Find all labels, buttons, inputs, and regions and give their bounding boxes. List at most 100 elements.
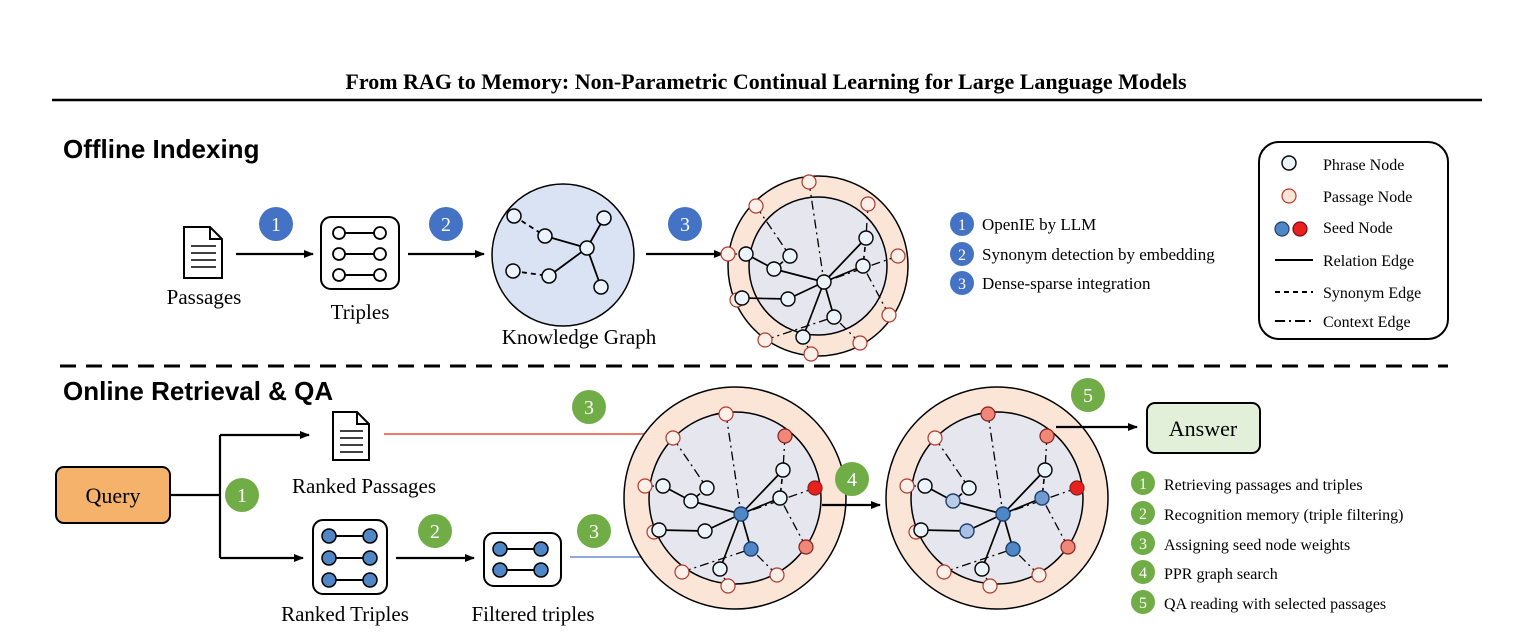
triples-icon [320,216,400,290]
phrase-node [683,493,699,509]
step-badge-1: 1 [259,207,293,241]
answer-box: Answer [1146,402,1261,454]
query-box: Query [55,466,171,524]
context-edge [808,181,825,283]
online-step-item: 2 Recognition memory (triple filtering) [1131,501,1404,525]
legend-relation-edge: Relation Edge [1275,253,1414,270]
phrase-node [858,230,874,246]
passage-node [801,174,817,190]
phrase-node [961,480,977,496]
legend-context-edge: Context Edge [1275,314,1411,331]
legend-phrase-node: Phrase Node [1281,155,1404,174]
svg-text:QA reading with selected passa: QA reading with selected passages [1164,596,1386,613]
svg-text:Seed Node: Seed Node [1323,220,1393,237]
svg-text:1: 1 [237,485,247,507]
context-edge [779,497,807,548]
passage-node [936,564,952,580]
seed-passage-node [807,480,823,496]
passage-node [852,335,868,351]
phrase-node [655,478,671,494]
svg-text:Phrase Node: Phrase Node [1323,157,1404,174]
seed-phrase-node [959,523,975,539]
phrase-node [699,480,715,496]
query-branch-connector [170,431,310,562]
seed-passage-node [798,539,814,555]
svg-text:PPR graph search: PPR graph search [1164,566,1278,583]
svg-text:3: 3 [589,521,599,543]
seed-phrase-node [743,541,759,557]
seed-phrase-node [733,506,749,522]
svg-text:3: 3 [958,276,966,293]
triples-label: Triples [331,300,390,324]
svg-text:Retrieving passages and triple: Retrieving passages and triples [1164,477,1363,494]
phrase-node [917,478,933,494]
context-edge [681,548,752,573]
seed-phrase-node [945,493,961,509]
passage-node [720,578,736,594]
phrase-node [651,522,667,538]
offline-heading: Offline Indexing [63,134,259,164]
phrase-node [826,309,842,325]
svg-text:Recognition memory (triple fil: Recognition memory (triple filtering) [1164,507,1404,524]
step-badge-ppr: 4 [835,462,869,496]
ranked-triples-icon [312,519,388,595]
passage-node [803,346,819,362]
seed-phrase-node [1034,490,1050,506]
context-edge [764,316,835,341]
svg-text:Synonym Edge: Synonym Edge [1323,285,1421,302]
svg-text:Passage Node: Passage Node [1323,189,1412,206]
phrase-node [795,329,811,345]
offline-steps-list: 1 OpenIE by LLM 2 Synonym detection by e… [950,212,1215,295]
passage-node [720,246,736,262]
ppr-graph [885,386,1109,610]
phrase-node [913,522,929,538]
online-steps-list: 1 Retrieving passages and triples 2 Reco… [1131,471,1404,614]
offline-step-item: 3 Dense-sparse integration [950,271,1151,295]
legend: Phrase Node Passage Node Seed Node Relat… [1258,141,1449,340]
svg-text:Synonym detection by embedding: Synonym detection by embedding [982,245,1215,264]
phrase-node [766,261,782,277]
ranked-passages-label: Ranked Passages [292,474,436,498]
step-badge-2: 2 [429,207,463,241]
seed-passage-node [1039,428,1055,444]
legend-seed-node: Seed Node [1274,220,1393,237]
svg-text:Assigning seed node weights: Assigning seed node weights [1164,537,1350,554]
svg-text:Query: Query [86,483,141,508]
legend-passage-node: Passage Node [1281,188,1412,206]
phrase-node [775,462,791,478]
relation-edge [740,469,784,515]
passage-node [665,430,681,446]
online-step-item: 5 QA reading with selected passages [1131,590,1386,614]
knowledge-graph-label: Knowledge Graph [502,325,657,349]
svg-text:2: 2 [958,247,966,264]
svg-text:3: 3 [584,397,594,419]
context-edge [1041,497,1069,548]
phrase-node [712,561,728,577]
offline-step-item: 2 Synonym detection by embedding [950,242,1215,266]
seed-phrase-node [995,506,1011,522]
seeded-graph [623,386,847,610]
offline-step-item: 1 OpenIE by LLM [950,212,1096,236]
passage-node [637,478,653,494]
svg-text:3: 3 [680,214,690,236]
paper-title: From RAG to Memory: Non-Parametric Conti… [345,69,1187,94]
online-step-item: 4 PPR graph search [1131,560,1278,584]
svg-text:4: 4 [847,469,857,491]
relation-edge [802,281,825,338]
phrase-node [816,274,832,290]
phrase-node [697,523,713,539]
phrase-node [772,490,788,506]
passage-node [748,198,764,214]
phrase-node [974,561,990,577]
svg-text:1: 1 [271,214,281,236]
document-icon [332,411,370,461]
seed-phrase-node [1005,541,1021,557]
svg-text:5: 5 [1139,595,1147,612]
phrase-node [855,258,871,274]
seed-passage-node [777,428,793,444]
relation-edge [952,500,1004,515]
seed-passage-node [980,406,996,422]
step-badge-filter: 2 [418,514,452,548]
step-badge-seed-triple: 3 [577,514,611,548]
svg-text:1: 1 [958,217,966,234]
